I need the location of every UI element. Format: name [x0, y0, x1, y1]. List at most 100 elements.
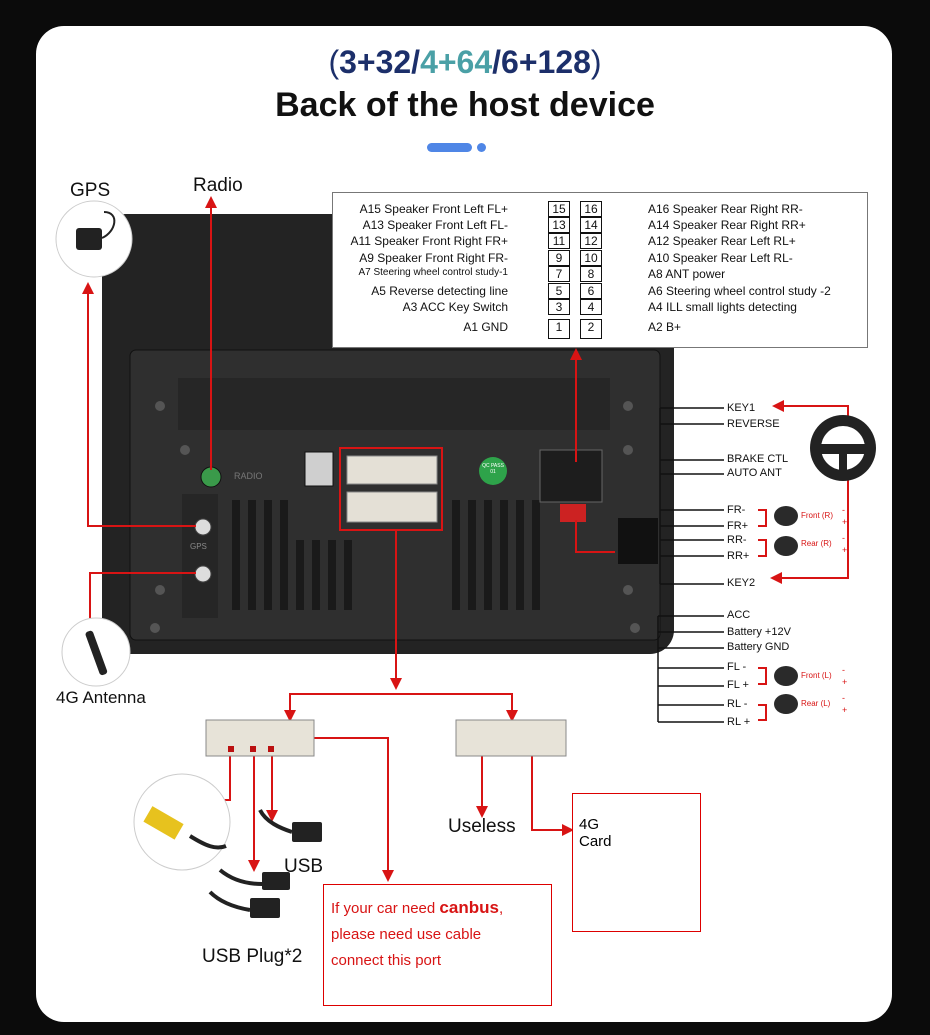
canbus-notice: If your car need canbus, please need use… — [323, 884, 552, 1006]
speaker-minus-2: - — [842, 665, 845, 675]
wire-bottom-1: Battery +12V — [727, 626, 791, 638]
canbus-harness-connector[interactable] — [205, 719, 315, 757]
port-column — [182, 494, 218, 618]
pin-number-right-5: 6 — [580, 283, 602, 299]
variant-part-3: / — [492, 44, 502, 80]
pin-right-1: A14 Speaker Rear Right RR+ — [648, 218, 806, 232]
speaker-plus-1: + — [842, 545, 848, 555]
wire-bottom-0: ACC — [727, 609, 751, 621]
variant-part-1: / — [411, 44, 421, 80]
variant-heading: (3+32/4+64/6+128) — [0, 44, 930, 81]
speaker-minus-0: - — [842, 505, 845, 515]
optical-port[interactable] — [304, 451, 334, 487]
speaker-minus-1: - — [842, 533, 845, 543]
pin-right-3: A10 Speaker Rear Left RL- — [648, 251, 793, 265]
variant-parts: 3+32/4+64/6+128 — [339, 44, 591, 80]
wire-top-8: KEY2 — [727, 577, 756, 589]
pin-number-right-1: 14 — [580, 217, 602, 233]
speaker-plus-3: + — [842, 705, 848, 715]
wire-top-3: AUTO ANT — [727, 467, 782, 479]
pin-left-2: A11 Speaker Front Right FR+ — [350, 234, 508, 248]
radio-label: Radio — [193, 175, 243, 196]
wire-lines — [657, 407, 724, 723]
useless-harness-connector[interactable] — [455, 719, 567, 757]
pin-left-4: A7 Steering wheel control study-1 — [358, 267, 508, 278]
pin-number-left-2: 11 — [548, 233, 570, 249]
power-connector[interactable] — [539, 449, 603, 503]
speaker-label-1: Rear (R) — [801, 539, 832, 548]
pin-right-6: A4 ILL small lights detecting — [648, 300, 797, 314]
pin-right-7: A2 B+ — [648, 320, 682, 334]
usb-plug-icon — [258, 808, 322, 842]
pin-number-right-7: 2 — [580, 319, 602, 339]
wire-top-2: BRAKE CTL — [727, 453, 789, 465]
card-4g-box: 4G Card — [572, 793, 701, 932]
usb-plug-double-icon — [208, 868, 290, 918]
pin-number-left-1: 13 — [548, 217, 570, 233]
useless-label: Useless — [448, 816, 516, 837]
carousel-indicator-active[interactable] — [427, 143, 472, 152]
steering-wheel-icon — [810, 415, 876, 481]
speaker-plus-2: + — [842, 677, 848, 687]
pin-left-5: A5 Reverse detecting line — [371, 284, 508, 298]
pin-number-left-4: 7 — [548, 266, 570, 282]
speaker-label-2: Front (L) — [801, 671, 832, 680]
pin-number-left-0: 15 — [548, 201, 570, 217]
card-4g-text: 4G Card — [579, 816, 612, 850]
pin-right-5: A6 Steering wheel control study -2 — [648, 284, 831, 298]
main-harness-highlight — [339, 447, 443, 531]
qc-sticker — [479, 457, 507, 485]
speaker-label-0: Front (R) — [801, 511, 833, 520]
heading-paren-open: ( — [328, 44, 340, 80]
variant-part-0: 3+32 — [339, 44, 412, 80]
gps-port[interactable] — [194, 518, 212, 536]
speaker-plus-0: + — [842, 517, 848, 527]
antenna-4g-port[interactable] — [194, 565, 212, 583]
pin-left-0: A15 Speaker Front Left FL+ — [359, 202, 508, 216]
speaker-minus-3: - — [842, 693, 845, 703]
vent-strip — [178, 378, 610, 430]
page-title: Back of the host device — [275, 86, 655, 124]
qc-sticker-text: QC PASS 01 — [482, 463, 504, 475]
usb-plug-label: USB Plug*2 — [202, 946, 303, 967]
wire-top-4: FR- — [727, 504, 746, 516]
pin-number-right-4: 8 — [580, 266, 602, 282]
pin-number-left-7: 1 — [548, 319, 570, 339]
connection-arrows — [87, 206, 849, 872]
screws — [150, 401, 640, 633]
gps-label: GPS — [70, 180, 111, 201]
harness-connector-bottom[interactable] — [346, 491, 438, 523]
pin-number-left-6: 3 — [548, 299, 570, 315]
heading-paren-close: ) — [590, 44, 602, 80]
pin-number-right-0: 16 — [580, 201, 602, 217]
pin-number-right-2: 12 — [580, 233, 602, 249]
wire-bottom-4: FL + — [727, 679, 749, 691]
wire-top-0: KEY1 — [727, 402, 756, 414]
pin-number-right-6: 4 — [580, 299, 602, 315]
pin-right-0: A16 Speaker Rear Right RR- — [648, 202, 803, 216]
variant-part-2: 4+64 — [420, 44, 493, 80]
wire-top-5: FR+ — [727, 520, 749, 532]
usb-label: USB — [284, 856, 324, 877]
wire-bundle — [618, 518, 658, 564]
heat-sink — [232, 500, 540, 610]
pin-left-7: A1 GND — [463, 320, 508, 334]
wire-bottom-5: RL - — [727, 698, 748, 710]
variant-part-4: 6+128 — [501, 44, 591, 80]
wire-bottom-3: FL - — [727, 661, 747, 673]
pin-left-1: A13 Speaker Front Left FL- — [362, 218, 508, 232]
pin-left-6: A3 ACC Key Switch — [402, 300, 508, 314]
gps-port-mark: GPS — [190, 542, 207, 551]
power-connector-tabs — [560, 504, 586, 522]
wire-top-1: REVERSE — [727, 418, 780, 430]
carousel-indicator-dot[interactable] — [477, 143, 486, 152]
harness-connector-top[interactable] — [346, 455, 438, 485]
speaker-icons — [774, 506, 798, 714]
pin-right-4: A8 ANT power — [648, 267, 726, 281]
pin-left-3: A9 Speaker Front Right FR- — [359, 251, 508, 265]
wire-bottom-2: Battery GND — [727, 641, 790, 653]
radio-port-mark: RADIO — [234, 471, 263, 481]
speaker-label-3: Rear (L) — [801, 699, 831, 708]
pin-number-right-3: 10 — [580, 250, 602, 266]
